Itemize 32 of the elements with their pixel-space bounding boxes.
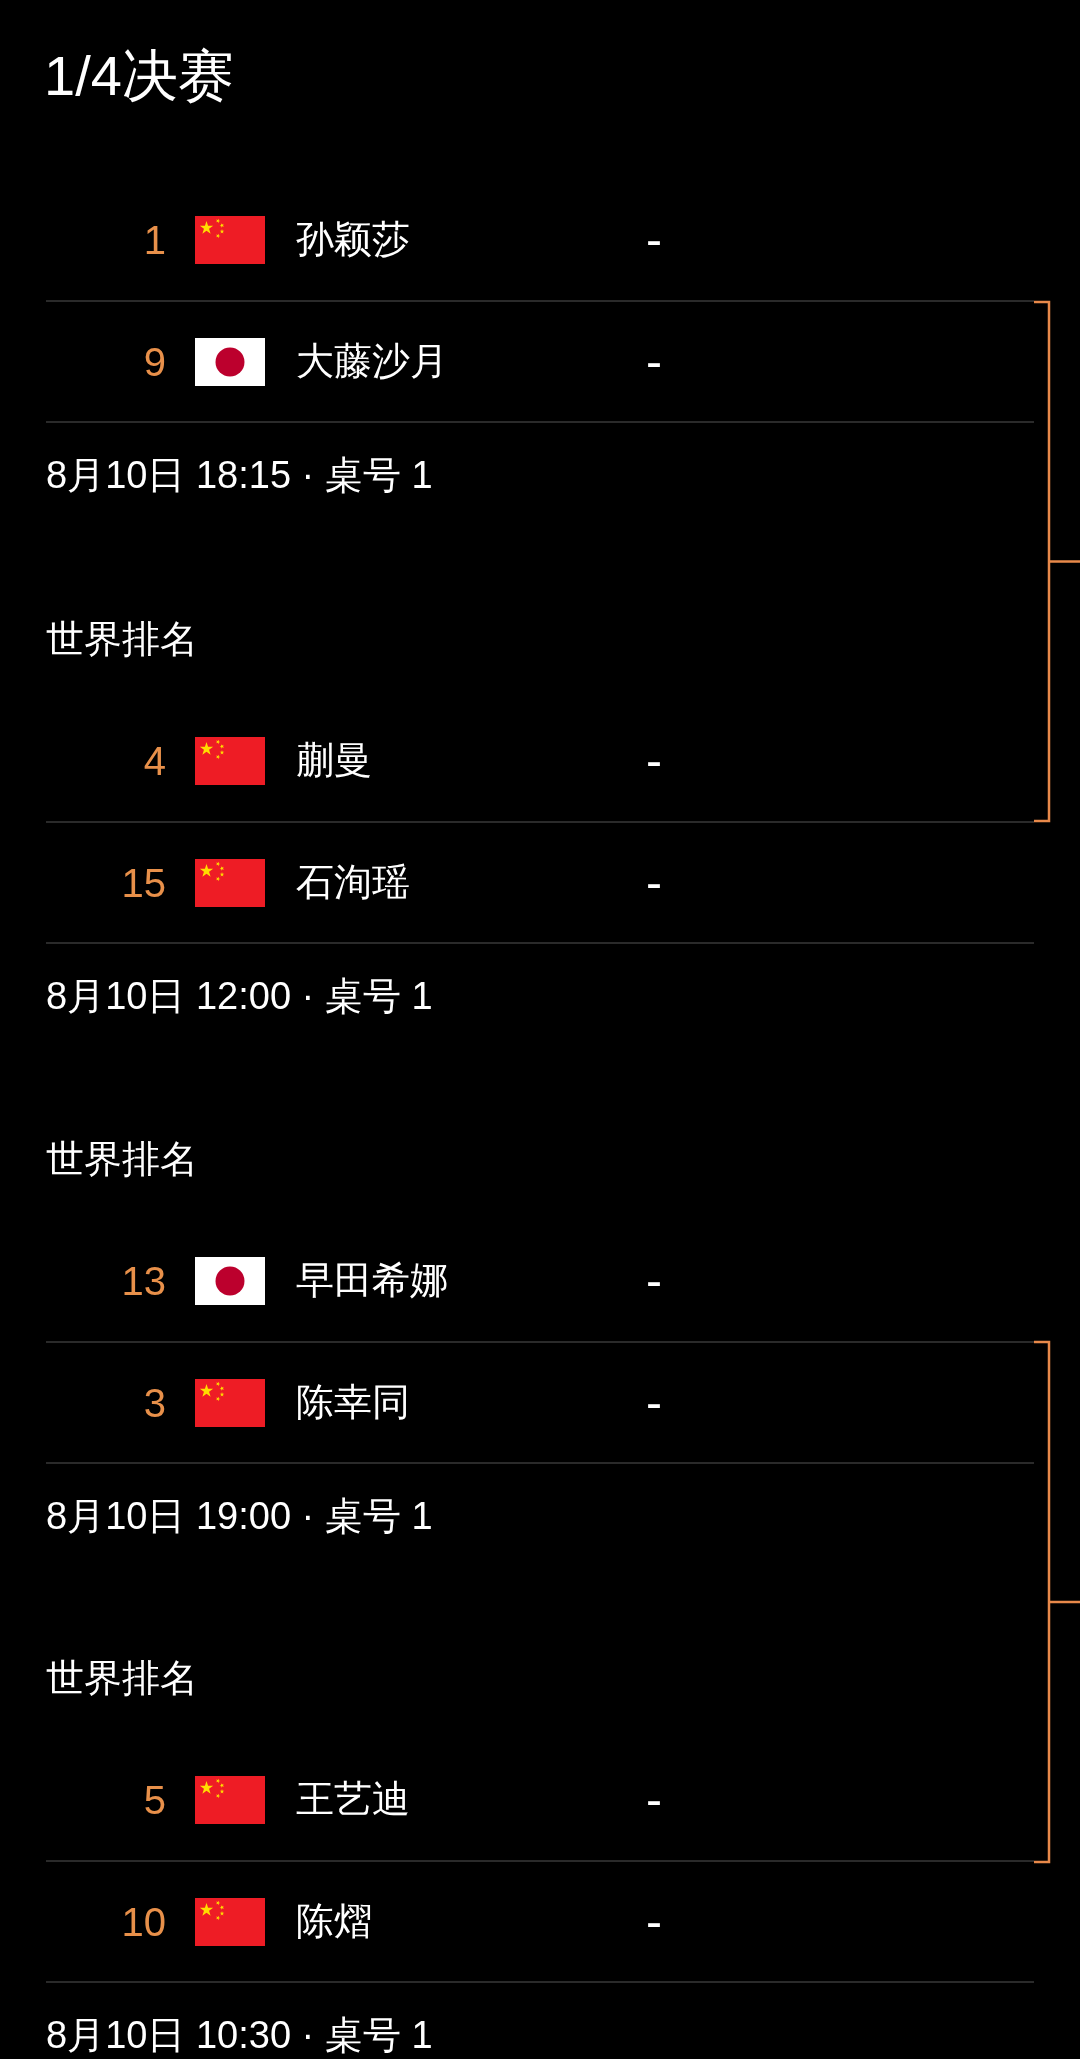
player-name: 陈熠 — [296, 1899, 372, 1945]
column-header: 世界排名 — [46, 1137, 198, 1183]
rank-number: 13 — [121, 1258, 166, 1305]
player-name: 大藤沙月 — [296, 339, 448, 385]
score-text: - — [646, 737, 662, 785]
score-text: - — [646, 338, 662, 386]
column-header: 世界排名 — [46, 1656, 198, 1702]
player-name: 孙颖莎 — [296, 217, 410, 263]
score-text: - — [646, 1257, 662, 1305]
match-time-info: 8月10日 19:00 · 桌号 1 — [46, 1494, 433, 1540]
rank-number: 5 — [143, 1777, 166, 1824]
rank-number: 3 — [143, 1380, 166, 1427]
rank-number: 10 — [121, 1899, 166, 1946]
player-name: 王艺迪 — [296, 1777, 410, 1823]
player-name: 陈幸同 — [296, 1380, 410, 1426]
score-text: - — [646, 859, 662, 907]
player-name: 石洵瑶 — [296, 860, 410, 906]
match-time-info: 8月10日 10:30 · 桌号 1 — [46, 2013, 433, 2059]
player-name: 蒯曼 — [296, 738, 372, 784]
column-header: 世界排名 — [46, 617, 198, 663]
rank-number: 15 — [121, 860, 166, 907]
rank-number: 1 — [143, 217, 166, 264]
match-time-info: 8月10日 12:00 · 桌号 1 — [46, 974, 433, 1020]
score-text: - — [646, 1776, 662, 1824]
page-title: 1/4决赛 — [44, 43, 234, 110]
score-text: - — [646, 216, 662, 264]
rank-number: 4 — [143, 738, 166, 785]
score-text: - — [646, 1898, 662, 1946]
rank-number: 9 — [143, 339, 166, 386]
score-text: - — [646, 1379, 662, 1427]
player-name: 早田希娜 — [296, 1258, 448, 1304]
match-time-info: 8月10日 18:15 · 桌号 1 — [46, 453, 433, 499]
